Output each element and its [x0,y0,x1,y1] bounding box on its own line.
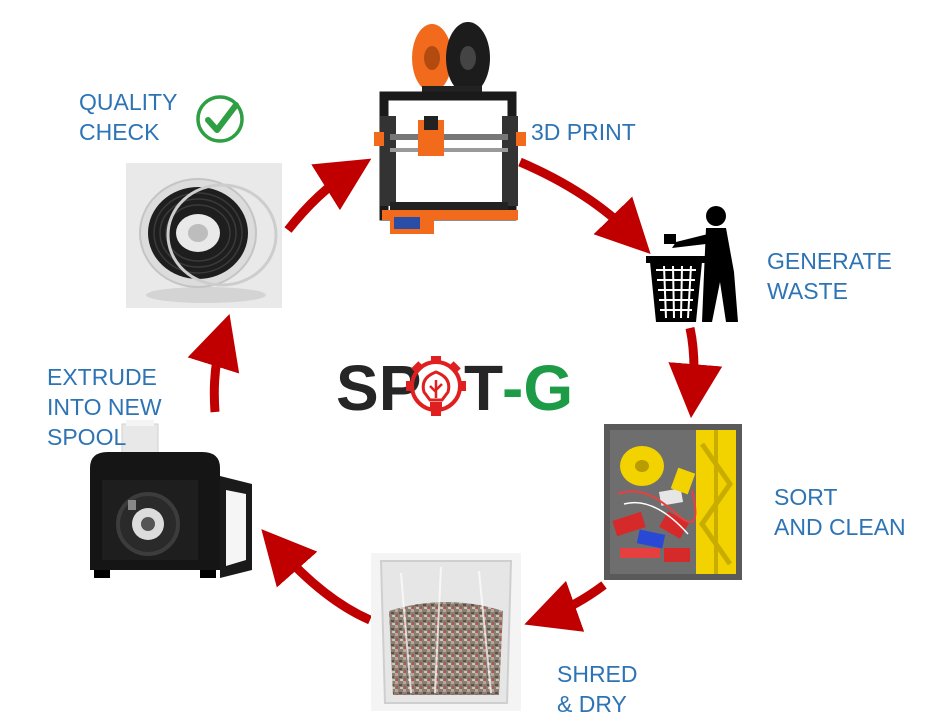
label-quality-check: QUALITY CHECK [79,89,178,145]
filament-spool-icon [126,163,282,308]
label-3d-print: 3D PRINT [531,119,636,145]
spot-g-logo: SP T -G [336,352,573,424]
trash-bin-icon [646,206,738,322]
label-shred-and-dry: SHRED & DRY [557,661,638,717]
label-sort-and-clean: SORT AND CLEAN [774,484,906,540]
arrow-shred-to-extrude [261,529,372,625]
arrow-extrude-to-quality [187,313,240,413]
arrow-sort-to-shred [524,580,607,632]
arrow-print-to-waste [518,157,651,255]
label-extrude-into-new-spool: EXTRUDE INTO NEW SPOOL [47,364,162,450]
logo-text-g: -G [502,352,573,424]
gear-bulb-icon [406,356,466,416]
checkmark-icon [196,95,244,143]
arrow-waste-to-sort [668,327,723,419]
label-generate-waste: GENERATE WASTE [767,248,892,304]
filament-extruder-icon [90,420,252,578]
shredded-plastic-bag-icon [371,553,521,711]
plastic-scraps-icon [604,424,742,580]
arrow-quality-to-print [284,158,372,233]
logo-text-t: T [464,352,503,424]
3d-printer-icon [374,22,526,234]
